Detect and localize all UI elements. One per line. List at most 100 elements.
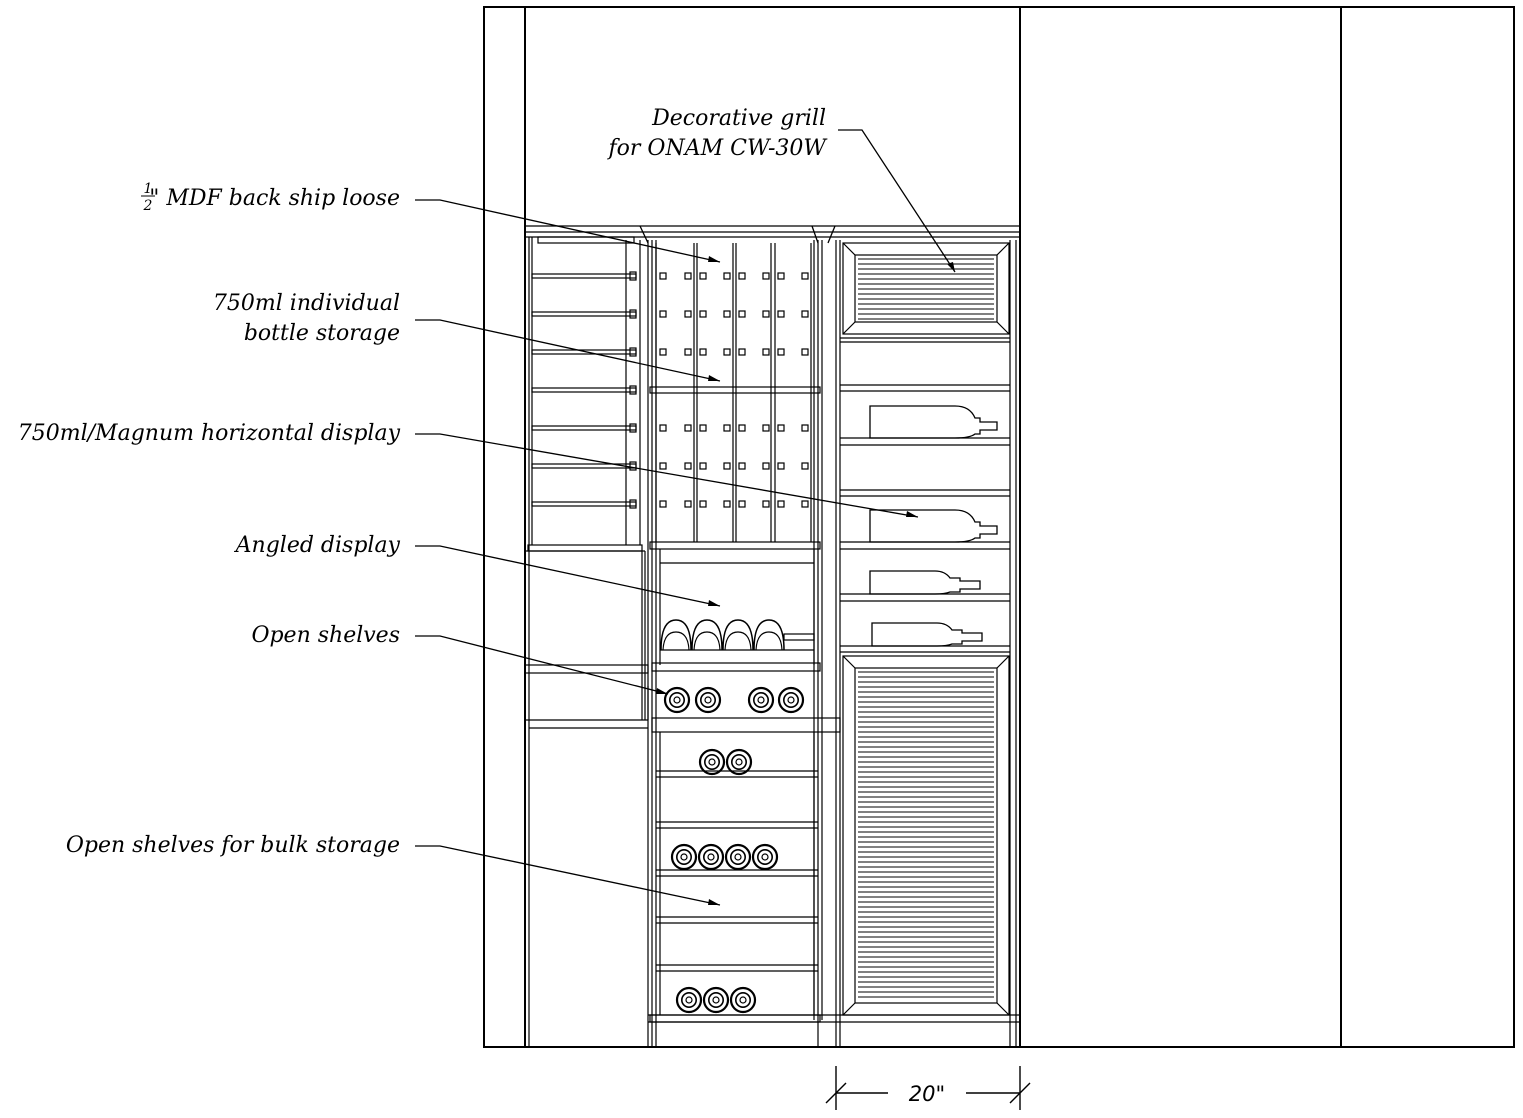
rail-end (629, 271, 637, 281)
bottle-peg (659, 424, 667, 432)
bottle-peg (738, 348, 746, 356)
bottle-end-cork (739, 996, 747, 1004)
wall-outline (483, 6, 1515, 1048)
label-decorative-grill-2: for ONAM CW-30W (607, 136, 829, 161)
bottle-end-cork (680, 853, 688, 861)
right-cabinet-frame (840, 240, 1017, 1047)
rail-end (629, 347, 637, 357)
bottle-end-inner (703, 753, 720, 770)
bottle-end-cork (787, 696, 795, 704)
bottle-end-cork (735, 758, 743, 766)
width-dimension (825, 1066, 1031, 1110)
bottle-peg (777, 348, 785, 356)
cooler-grill-bottom (858, 671, 994, 998)
bottle-end (702, 986, 730, 1014)
bottle-peg (738, 310, 746, 318)
bottle-end-cork (673, 696, 681, 704)
bottle-peg (684, 500, 692, 508)
bottle-peg (777, 424, 785, 432)
bottle-peg (723, 424, 731, 432)
rail-end (629, 461, 637, 471)
label-angled-display: Angled display (234, 533, 401, 558)
bottle-peg (699, 500, 707, 508)
bottle-end-cork (707, 853, 715, 861)
bottle-peg (777, 310, 785, 318)
bottle-end-cork (685, 996, 693, 1004)
bottle-end-cork (761, 853, 769, 861)
bottle-end-inner (782, 691, 799, 708)
bottle-peg (684, 462, 692, 470)
bottle-end-inner (699, 691, 716, 708)
bottle-peg (801, 424, 809, 432)
rack-rail (531, 387, 637, 393)
horizontal-bottles (869, 405, 998, 647)
rack-rail (531, 463, 637, 469)
bottle-peg (801, 272, 809, 280)
angled-bottle-inner (755, 631, 783, 651)
bottle-end (697, 843, 725, 871)
angled-bottle (722, 619, 754, 651)
bottle-end-cork (712, 996, 720, 1004)
bottle-end-inner (680, 991, 697, 1008)
bottle-peg (738, 424, 746, 432)
rail-end (629, 423, 637, 433)
bottle-peg (699, 462, 707, 470)
angled-bottle-inner (724, 631, 752, 651)
bottle-peg (684, 424, 692, 432)
bottle-peg (723, 348, 731, 356)
bottle-peg (723, 272, 731, 280)
annotation-mdf-back: 1 2 " MDF back ship loose (141, 181, 400, 214)
bottle-end-inner (702, 848, 719, 865)
mdf-fraction-numerator: 1 (144, 181, 153, 197)
bottle-end-cork (708, 758, 716, 766)
decorative-grill-top (858, 258, 994, 320)
bottle-end-inner (729, 848, 746, 865)
annotation-decorative-grill: Decorative grill for ONAM CW-30W (607, 106, 829, 161)
bottle-end (675, 986, 703, 1014)
bottle-end (663, 686, 691, 714)
bottle-end (751, 843, 779, 871)
bottle-end-inner (756, 848, 773, 865)
bottle-peg (684, 310, 692, 318)
bottle-peg (723, 500, 731, 508)
stacked-bottles (663, 686, 805, 1014)
center-cabinet-frame (647, 240, 1020, 1047)
bottle-end-cork (734, 853, 742, 861)
bottle-peg (684, 272, 692, 280)
bottle-peg (762, 500, 770, 508)
bottle-peg (738, 500, 746, 508)
rack-rail (531, 501, 637, 507)
individual-bottle-racks (655, 243, 812, 542)
annotation-individual-storage: 750ml individual bottle storage (213, 291, 400, 346)
bottle-peg (723, 462, 731, 470)
leader-lines (415, 129, 956, 906)
bottle-peg (659, 310, 667, 318)
label-mdf-back: " MDF back ship loose (149, 186, 400, 211)
left-display-rack (524, 236, 649, 1047)
bottle-peg (777, 272, 785, 280)
bottle-end-inner (752, 691, 769, 708)
angled-display-bottles (660, 619, 815, 651)
bottle-peg (699, 310, 707, 318)
bottle-peg (777, 462, 785, 470)
bottle-end-inner (730, 753, 747, 770)
rack-rail (531, 273, 637, 279)
bottle-peg (801, 348, 809, 356)
label-open-shelves: Open shelves (251, 623, 400, 648)
angled-bottle (753, 619, 785, 651)
dimension-width-label: 20" (909, 1082, 945, 1106)
bottle-peg (659, 500, 667, 508)
rack-rail (531, 425, 637, 431)
bottle-peg (659, 272, 667, 280)
bottle-peg (762, 424, 770, 432)
angled-bottle (691, 619, 723, 651)
bottle-peg (762, 462, 770, 470)
bottle-end (729, 986, 757, 1014)
bottle-end (777, 686, 805, 714)
label-bulk-storage: Open shelves for bulk storage (66, 833, 400, 858)
bottle-peg (738, 272, 746, 280)
bottle-peg (762, 272, 770, 280)
rail-end (629, 309, 637, 319)
bottle-end-cork (757, 696, 765, 704)
